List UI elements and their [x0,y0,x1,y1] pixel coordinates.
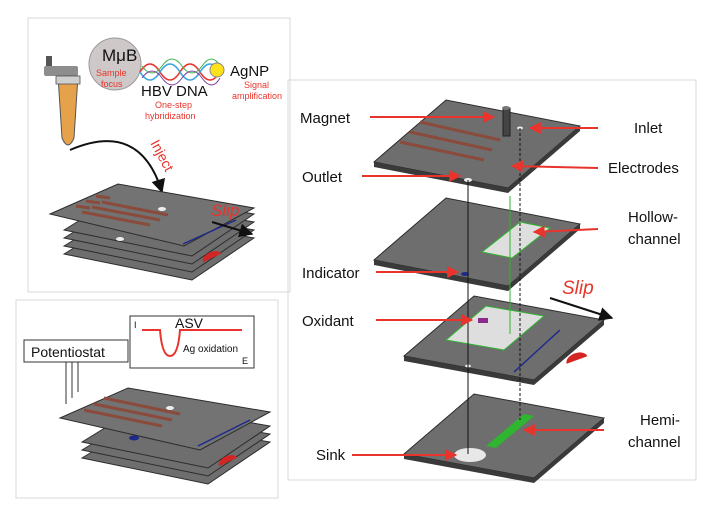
blue-channel [182,219,237,245]
magnet-icon [502,107,511,137]
electrodes-label: Electrodes [608,160,679,177]
hemi-channel-layer [402,393,606,483]
dna-helix-icon [139,58,221,86]
sink-circle [454,448,486,462]
inlet-hole [158,207,166,211]
agnp-caption-2: amplification [232,91,282,101]
electrode-layer [372,99,582,193]
indicator-dot [461,272,469,276]
silver-nanoparticle-icon [209,62,225,78]
slip-arrow [211,221,254,238]
hemi-channel-label-1: Hemi- [640,412,680,429]
hollow-channel-label-2: channel [628,231,681,248]
oxidant-layer [402,295,606,385]
magnetic-bead-icon [88,37,142,91]
sink-label: Sink [316,447,346,464]
sink-well-icon [202,251,222,263]
electrode-icon [83,396,181,428]
oxidant-label: Oxidant [302,313,355,330]
potentiostat-wires [65,362,79,404]
top-left-panel [27,17,291,293]
asv-plot [129,315,255,369]
agnp-label: AgNP [230,63,269,80]
right-panel [287,79,697,481]
slip-arrow [549,297,614,321]
potentiostat-box [23,339,129,363]
mub-caption-2: focus [101,79,123,89]
sample-tube-icon [44,56,81,146]
slipchip-device [48,183,256,281]
dna-caption-2: hybridization [145,111,196,121]
outlet-hole [116,237,124,241]
bottom-left-panel [15,299,279,499]
dna-caption-1: One-step [155,100,192,110]
mub-caption-1: Sample [96,68,127,78]
agnp-caption-1: Signal [244,80,269,90]
hbv-dna-label: HBV DNA [141,83,208,100]
sink-well-icon [218,455,238,467]
top-layer [48,183,256,247]
slip-label-left: Slip [211,201,239,220]
hollow-channel-layer [372,197,582,291]
slip-label-right: Slip [562,278,594,299]
indicator-dot [129,435,139,441]
magnet-label: Magnet [300,110,351,127]
oxidant-well [478,318,488,323]
inlet-label: Inlet [634,120,663,137]
potentiostat-label: Potentiostat [31,344,105,360]
asv-peak-label: Ag oxidation [183,344,238,355]
sink-well-icon [566,352,588,364]
outlet-label: Outlet [302,169,343,186]
hemi-channel-strip [486,414,534,448]
asv-title: ASV [175,315,204,331]
callout-arrows [352,111,604,461]
assembled-slipchip [58,387,272,485]
hemi-channel-label-2: channel [628,434,681,451]
asv-y-axis-label: I [134,320,137,330]
asv-x-axis-label: E [242,356,248,366]
mub-label: MμB [102,46,137,65]
indicator-label: Indicator [302,265,360,282]
inject-arrow [69,140,166,194]
hollow-channel-label-1: Hollow- [628,209,678,226]
electrode-icon [75,194,169,227]
asv-peak-curve [142,329,242,358]
